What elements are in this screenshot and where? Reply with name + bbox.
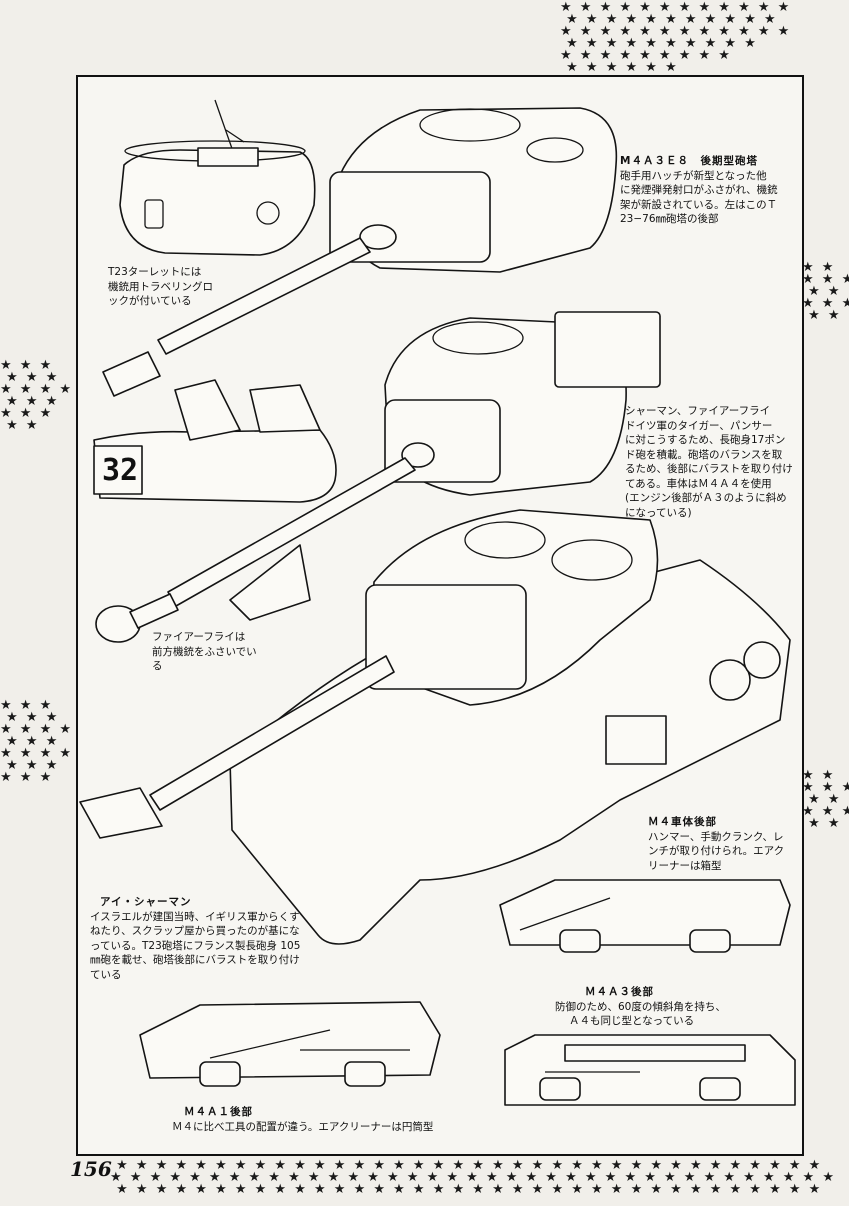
firefly-turret-drawing xyxy=(95,311,661,643)
caption-isherman-line: イスラエルが建国当時、イギリス軍からくす xyxy=(90,910,300,923)
caption-t23: T23ターレットには 機銃用トラベリングロ ックが付いている xyxy=(108,265,238,309)
caption-firefly-line: (エンジン後部がＡ３のように斜め xyxy=(625,492,787,504)
m4a3-rear-hull-drawing xyxy=(504,1034,796,1106)
isherman-tank-drawing xyxy=(79,509,791,945)
m4-rear-hull-drawing xyxy=(499,879,791,953)
caption-firefly-line: に対こうするため、長砲身17ポン xyxy=(625,434,786,446)
caption-isherman-line: っている。T23砲塔にフランス製長砲身 105 xyxy=(90,939,301,952)
caption-firefly-mg-line: 前方機銃をふさいでい xyxy=(152,645,257,658)
caption-m4a3e8: M４Ａ３Ｅ８ 後期型砲塔 砲手用ハッチが新型となった他 に発煙弾発射口がふさがれ… xyxy=(620,154,798,227)
caption-isherman-line: ねたり、スクラップ屋から買ったのが基にな xyxy=(90,925,300,937)
turret-number-32: 32 xyxy=(101,453,139,488)
page-number: 156 xyxy=(70,1157,112,1181)
caption-m4-rear: Ｍ４車体後部 ハンマー、手動クランク、レ ンチが取り付けられ。エアク リーナーは… xyxy=(648,815,800,873)
caption-m4-rear-line: ハンマー、手動クランク、レ xyxy=(648,830,784,843)
t23-turret-rear-drawing xyxy=(119,99,316,256)
caption-firefly: シャーマン、ファイアーフライ ドイツ軍のタイガー、パンサー に対こうするため、長… xyxy=(625,404,797,520)
caption-firefly-line: るため、後部にバラストを取り付け xyxy=(625,463,793,475)
caption-m4a3e8-line: 架が新設されている。左はこのＴ xyxy=(620,198,778,211)
caption-t23-line: ックが付いている xyxy=(108,295,192,307)
m4a1-rear-hull-drawing xyxy=(139,1001,441,1087)
caption-m4a1-rear-line: Ｍ４に比べ工具の配置が違う。エアクリーナーは円筒型 xyxy=(172,1120,434,1133)
caption-firefly-line: になっている) xyxy=(625,506,692,519)
m4a3e8-turret-drawing xyxy=(102,107,618,397)
caption-isherman-line: ている xyxy=(90,968,122,981)
caption-m4-rear-line: ンチが取り付けられ。エアク xyxy=(648,845,785,857)
caption-t23-line: 機銃用トラベリングロ xyxy=(108,280,213,293)
caption-firefly-mg: ファイアーフライは 前方機銃をふさいでい る xyxy=(152,630,272,674)
caption-isherman: アイ・シャーマン イスラエルが建国当時、イギリス軍からくす ねたり、スクラップ屋… xyxy=(90,895,330,982)
caption-m4a3-rear-title: Ｍ４Ａ３後部 xyxy=(585,986,654,998)
caption-isherman-line: ㎜砲を載せ、砲塔後部にバラストを取り付け xyxy=(90,954,300,966)
firefly-turret-rear-drawing xyxy=(93,379,337,503)
caption-m4a1-rear-title: Ｍ４Ａ１後部 xyxy=(184,1106,253,1118)
caption-m4a3-rear-line: 防御のため、60度の傾斜角を持ち、 xyxy=(555,1000,726,1013)
caption-firefly-line: ド砲を積載。砲塔のバランスを取 xyxy=(625,448,783,461)
caption-m4a3-rear: Ｍ４Ａ３後部 防御のため、60度の傾斜角を持ち、 Ａ４も同じ型となっている xyxy=(555,985,775,1029)
caption-firefly-line: てある。車体はＭ４Ａ４を使用 xyxy=(625,477,772,490)
caption-t23-line: T23ターレットには xyxy=(108,266,202,278)
caption-m4-rear-title: Ｍ４車体後部 xyxy=(648,816,717,828)
caption-m4a3e8-title: M４Ａ３Ｅ８ 後期型砲塔 xyxy=(620,155,758,167)
caption-firefly-line: シャーマン、ファイアーフライ xyxy=(625,405,771,417)
caption-m4-rear-line: リーナーは箱型 xyxy=(648,859,722,872)
caption-m4a3-rear-line: Ａ４も同じ型となっている xyxy=(569,1015,695,1027)
caption-m4a1-rear: Ｍ４Ａ１後部 Ｍ４に比べ工具の配置が違う。エアクリーナーは円筒型 xyxy=(172,1105,472,1134)
caption-m4a3e8-line: 23−76㎜砲塔の後部 xyxy=(620,213,719,225)
caption-isherman-title: アイ・シャーマン xyxy=(100,896,192,908)
caption-firefly-mg-line: る xyxy=(152,660,163,672)
caption-firefly-line: ドイツ軍のタイガー、パンサー xyxy=(625,419,773,432)
caption-m4a3e8-line: 砲手用ハッチが新型となった他 xyxy=(620,169,767,182)
caption-m4a3e8-line: に発煙弾発射口がふさがれ、機銃 xyxy=(620,184,778,196)
caption-firefly-mg-line: ファイアーフライは xyxy=(152,631,246,643)
